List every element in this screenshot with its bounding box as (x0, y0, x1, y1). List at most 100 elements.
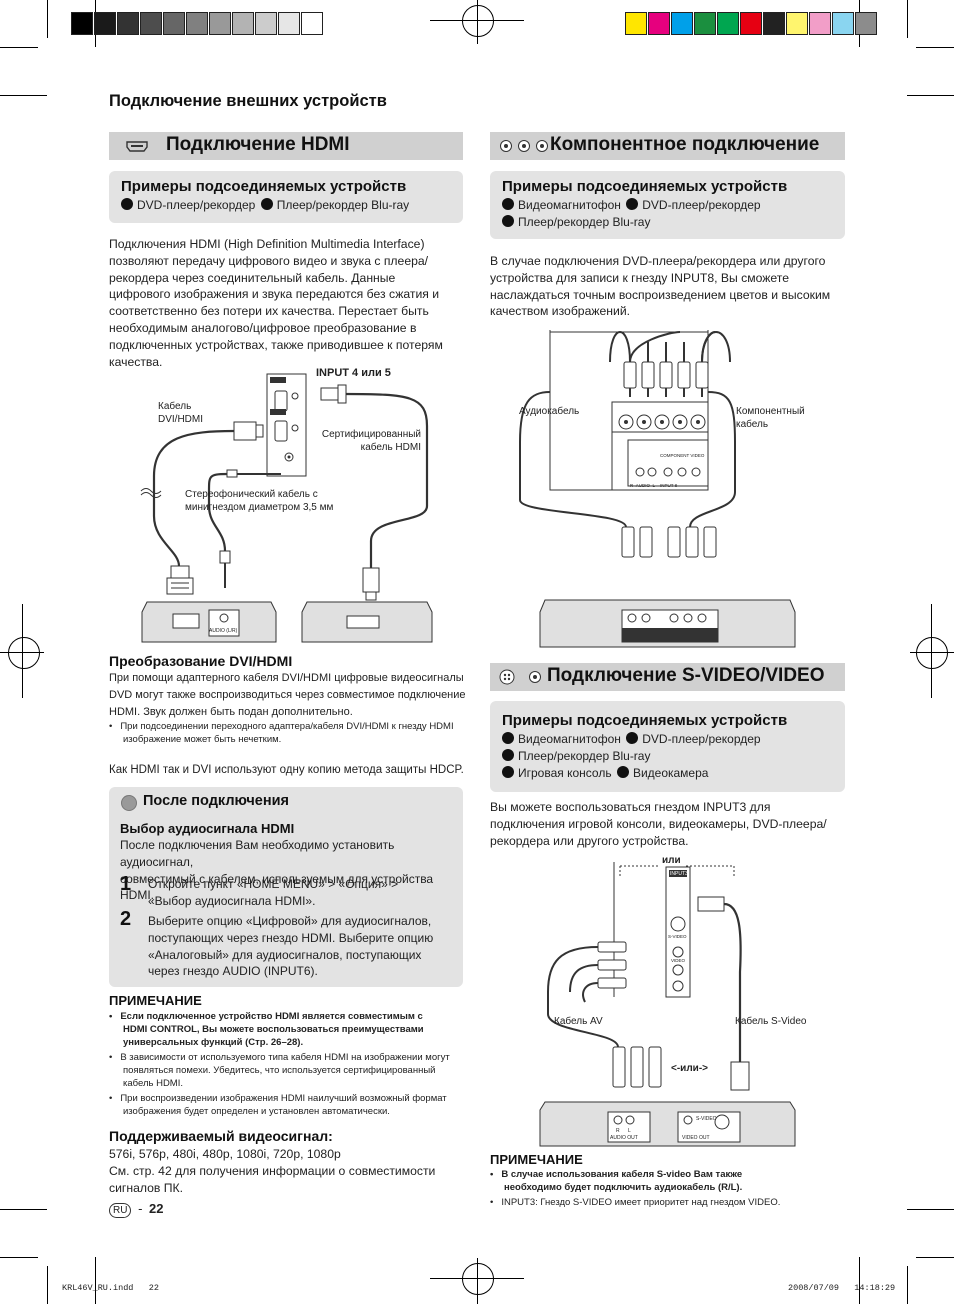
hdmi-intro-line: необходимым аналогово/цифровое преобразо… (109, 320, 417, 335)
color-swatch (832, 12, 854, 35)
step-2-number: 2 (120, 908, 132, 930)
color-swatch (648, 12, 670, 35)
hdmi-port-icon (126, 141, 148, 152)
note-line: При воспроизведении изображения HDMI наи… (120, 1093, 447, 1104)
hdmi-intro-line: подключенных устройствах, также приводив… (109, 337, 443, 352)
color-swatch (763, 12, 785, 35)
component-device-examples: Примеры подсоединяемых устройств Видеома… (490, 171, 845, 239)
color-swatch (117, 12, 139, 35)
component-intro-line: В случае подключения DVD-плеера/рекордер… (490, 254, 826, 268)
color-swatch (809, 12, 831, 35)
hdmi-title: Подключение HDMI (166, 134, 350, 155)
svideo-device: Плеер/рекордер Blu-ray (518, 749, 651, 763)
svideo-title: Подключение S-VIDEO/VIDEO (547, 665, 825, 686)
device-svideo-label: S-VIDEO (696, 1116, 717, 1122)
supported-signal-text: 576i, 576p, 480i, 480p, 1080i, 720p, 108… (109, 1146, 435, 1196)
component-header-bar: Компонентное подключение (490, 132, 845, 160)
color-swatch (625, 12, 647, 35)
hdmi-examples-title: Примеры подсоединяемых устройств (121, 178, 407, 195)
device-video-out-label: VIDEO OUT (682, 1135, 710, 1141)
step-2-text: Выберите опцию «Цифровой» для аудиосигна… (148, 913, 433, 980)
component-jacks-icon (500, 140, 548, 152)
bullet-icon (616, 766, 629, 778)
component-diagram-drawing (519, 330, 796, 648)
supported-line: См. стр. 42 для получения информации о с… (109, 1163, 436, 1178)
page-number-value: 22 (149, 1201, 164, 1216)
note-line: HDMI CONTROL, Вы можете воспользоваться … (123, 1024, 424, 1035)
page-section-title: Подключение внешних устройств (109, 92, 387, 110)
note-line: необходимо будет подключить аудиокабель … (504, 1182, 743, 1193)
step-1-text: Откройте пункт «HOME MENU» > «Опция» > «… (148, 876, 398, 910)
hdmi-device-2: Плеер/рекордер Blu-ray (276, 198, 410, 212)
svideo-intro-line: Вы можете воспользоваться гнездом INPUT3… (490, 800, 771, 814)
dvi-note-line: При подсоединении переходного адаптера/к… (120, 721, 454, 732)
hdmi-note-2: •В зависимости от используемого типа каб… (109, 1052, 450, 1063)
color-swatch (232, 12, 254, 35)
after-text-line: После подключения Вам необходимо установ… (120, 838, 395, 869)
hdmi-device-examples: Примеры подсоединяемых устройств DVD-пле… (109, 171, 463, 223)
hdmi-intro-line: рекордера через соединительный кабель. Д… (109, 270, 396, 285)
color-swatch (140, 12, 162, 35)
bullet-icon (502, 732, 514, 744)
audio-select-subtitle: Выбор аудиосигнала HDMI (120, 821, 295, 836)
color-swatch (71, 12, 93, 35)
hdcp-note: Как HDMI так и DVI используют одну копию… (109, 764, 464, 776)
svideo-or-bottom: <-или-> (671, 1063, 708, 1074)
hdmi-header-bar: Подключение HDMI (109, 132, 463, 160)
color-swatch (163, 12, 185, 35)
bullet-icon (502, 198, 514, 210)
component-intro-line: наслаждаться точным воспроизведением цве… (490, 287, 831, 302)
component-cable-label: Компонентный кабель (736, 406, 805, 430)
component-examples-title: Примеры подсоединяемых устройств (502, 178, 788, 195)
color-swatch (717, 12, 739, 35)
note-line: В зависимости от используемого типа кабе… (120, 1052, 450, 1063)
language-badge: RU (109, 1203, 132, 1218)
bullet-icon (260, 198, 273, 210)
hdmi-connection-diagram: INPUT 4 или 5 Кабель DVI/HDMI Сертифицир… (109, 366, 463, 646)
hdmi-device-1: DVD-плеер/рекордер (137, 198, 256, 212)
color-swatch (694, 12, 716, 35)
step-2-line: через гнездо AUDIO (INPUT6). (148, 964, 318, 979)
note-line: универсальных функций (Стр. 26–28). (123, 1037, 304, 1048)
svideo-or-top: или (662, 855, 681, 866)
after-connection-title: После подключения (143, 793, 289, 809)
dvi-conversion-text: При помощи адаптерного кабеля DVI/HDMI ц… (109, 670, 466, 720)
component-intro-line: качеством изображений. (490, 304, 631, 319)
component-panel-audio: R–AUDIO–L (630, 483, 656, 488)
color-swatch (255, 12, 277, 35)
svideo-cable-label: Кабель S-Video (735, 1016, 807, 1027)
footer-date-info: 2008/07/09 14:18:29 (788, 1283, 896, 1293)
stereo-cable-label: Стереофонический кабель с минигнездом ди… (185, 489, 334, 513)
color-swatch (740, 12, 762, 35)
device-l-label: L (628, 1128, 631, 1134)
component-intro: В случае подключения DVD-плеера/рекордер… (490, 253, 845, 320)
component-device: DVD-плеер/рекордер (642, 198, 761, 212)
step-2-line: «Аналоговый» для аудиосигналов, поступаю… (148, 947, 422, 962)
svideo-connection-diagram: или INPUT3 S-VIDEO VIDEO Кабель AV Кабел… (490, 852, 845, 1150)
step-1-line: «Выбор аудиосигнала HDMI». (148, 893, 316, 908)
svideo-device: Видеокамера (632, 766, 709, 780)
hdmi-intro: Подключения HDMI (High Definition Multim… (109, 236, 463, 370)
component-jack-icons (499, 139, 551, 158)
dvi-conversion-title: Преобразование DVI/HDMI (109, 653, 293, 669)
step-circle-icon (121, 795, 137, 811)
hdmi-intro-line: соответственно без потери их качества. П… (109, 304, 429, 319)
dvi-text-line: HDMI. Звук должен быть подан дополнитель… (109, 705, 353, 718)
hdmi-cable-label: Сертифицированный кабель HDMI (321, 429, 421, 453)
hdmi-intro-line: Подключения HDMI (High Definition Multim… (109, 237, 425, 251)
svideo-diagram-drawing (539, 862, 796, 1147)
component-panel-input: INPUT 8 (660, 483, 678, 488)
note-line: изображения будет определен и установлен… (123, 1106, 390, 1117)
dvi-text-line: При помощи адаптерного кабеля DVI/HDMI ц… (109, 672, 464, 684)
dvi-note: •При подсоединении переходного адаптера/… (109, 721, 454, 745)
hdmi-intro-line: качества. (109, 354, 163, 369)
bullet-icon (121, 198, 133, 210)
component-intro-line: устройства для записи к гнезду INPUT8, В… (490, 270, 790, 285)
dvi-cable-label: Кабель DVI/HDMI (158, 401, 203, 425)
device-audio-label: AUDIO (L/R) (209, 628, 238, 634)
hdmi-input-label: INPUT 4 или 5 (316, 367, 391, 379)
note-line: кабель HDMI. (123, 1078, 183, 1089)
color-swatch (301, 12, 323, 35)
color-swatch (94, 12, 116, 35)
hdmi-intro-line: цифрового изображения и звука передаются… (109, 287, 440, 302)
